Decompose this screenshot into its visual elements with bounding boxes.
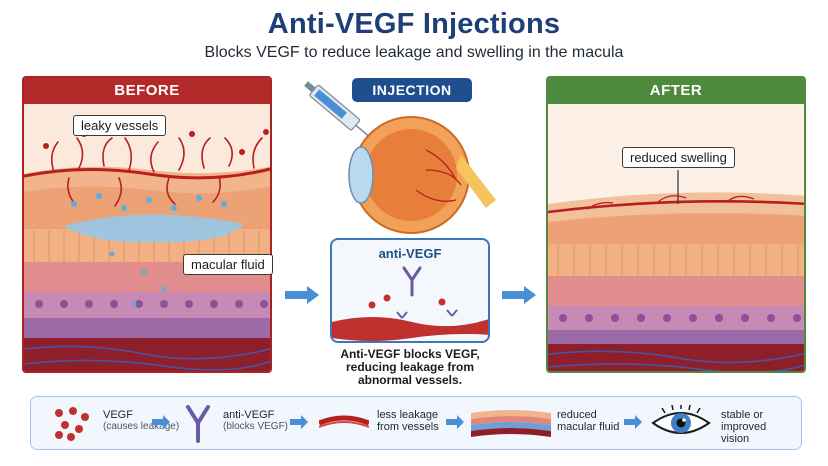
before-panel: BEFORE xyxy=(22,76,272,373)
legend-item: stable or improved vision xyxy=(721,409,767,445)
injection-label: INJECTION xyxy=(352,78,472,102)
arrow-right-icon xyxy=(285,286,319,304)
eye-injection-illustration xyxy=(304,81,496,234)
arrow-right-icon xyxy=(152,415,170,429)
after-panel: AFTER xyxy=(546,76,806,373)
antibody-icon xyxy=(186,405,210,443)
legend-item: anti-VEGF (blocks VEGF) xyxy=(223,409,289,432)
arrow-right-icon xyxy=(290,415,308,429)
inset-caption: Anti-VEGF blocks VEGF, reducing leakage … xyxy=(340,347,480,387)
legend-item: less leakage from vessels xyxy=(377,409,439,433)
syringe-icon xyxy=(304,81,376,142)
after-panel-header: AFTER xyxy=(548,78,804,104)
inset-label: anti-VEGF xyxy=(378,246,442,261)
page-subtitle: Blocks VEGF to reduce leakage and swelli… xyxy=(204,44,624,61)
legend-strip: VEGF (causes leakage) anti-VEGF (blocks … xyxy=(30,396,802,450)
page-title: Anti-VEGF Injections xyxy=(267,8,561,40)
arrow-right-icon xyxy=(446,415,464,429)
macular-fluid-callout: macular fluid xyxy=(183,254,273,275)
vegf-dots-icon xyxy=(55,407,89,441)
eye-icon xyxy=(651,405,711,434)
after-retina-illustration xyxy=(548,104,804,371)
antibody-icon xyxy=(402,266,422,297)
arrow-right-icon xyxy=(624,415,642,429)
before-retina-illustration xyxy=(24,104,270,371)
retina-layers-icon xyxy=(471,410,551,437)
vessel-icon xyxy=(319,415,369,428)
before-panel-header: BEFORE xyxy=(24,78,270,104)
reduced-swelling-callout: reduced swelling xyxy=(622,147,735,168)
anti-vegf-inset: anti-VEGF xyxy=(330,238,490,343)
leaky-vessels-callout: leaky vessels xyxy=(73,115,167,136)
arrow-right-icon xyxy=(502,286,536,304)
legend-item: VEGF (causes leakage) xyxy=(103,409,180,432)
legend-item: reduced macular fluid xyxy=(557,409,620,433)
